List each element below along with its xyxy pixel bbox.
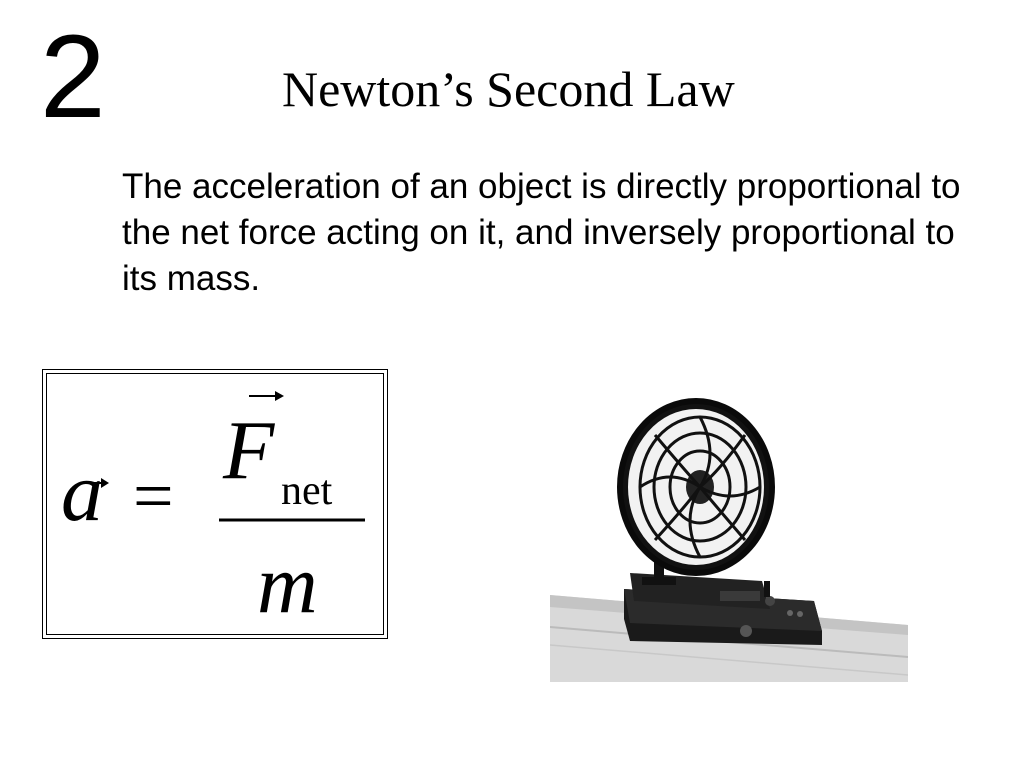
fan-stand [642,555,676,585]
formula-box: a = F net m [42,369,388,639]
slide-title: Newton’s Second Law [282,61,735,117]
cart-switch-icon [765,596,775,606]
mass-symbol: m [257,538,318,631]
slide-body-text: The acceleration of an object is directl… [122,167,961,298]
vector-arrow-a [81,478,109,488]
acceleration-symbol: a [61,446,103,539]
vector-arrow-f [249,391,284,401]
slide-number: 2 [40,11,106,143]
fan-cart-image [550,398,908,682]
fan-icon [617,398,775,576]
force-symbol: F [222,404,276,497]
equals-sign: = [133,456,174,536]
formula-equation: a = F net m [61,391,365,631]
force-subscript-net: net [281,468,333,514]
cart-knob-icon [740,625,752,637]
